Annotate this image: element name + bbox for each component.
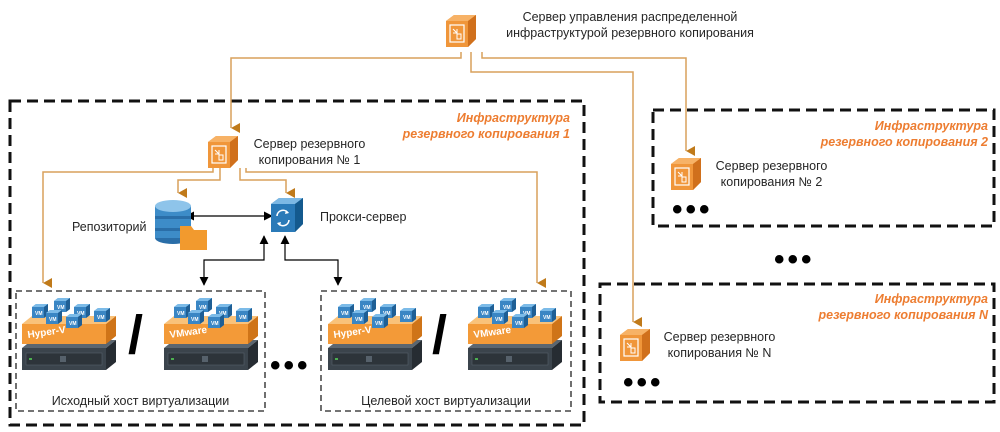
vm-label: VM	[35, 311, 43, 317]
management-connectors	[230, 52, 695, 327]
source-host-separator: /	[128, 305, 144, 365]
vm-label: VM	[375, 321, 383, 327]
infrastructure-n-title-line2: резервного копирования N	[818, 308, 989, 322]
infrastructure-1-title: Инфраструктура резервного копирования 1	[403, 110, 570, 142]
server-1-connectors	[42, 168, 546, 288]
vm-label: VM	[199, 305, 207, 311]
proxy-source-link	[199, 235, 269, 286]
vm-label: VM	[211, 321, 219, 327]
infrastructure-2-title: Инфраструктура резервного копирования 2	[821, 118, 988, 150]
platform-label: VMware	[473, 325, 512, 341]
infrastructure-1-title-line2: резервного копирования 1	[402, 127, 570, 141]
infrastructure-n-title-line1: Инфраструктура	[874, 292, 988, 306]
vm-label: VM	[97, 315, 105, 321]
vm-label: VM	[543, 315, 551, 321]
vm-label: VM	[481, 311, 489, 317]
repository-label: Репозиторий	[72, 220, 147, 234]
vm-label: VM	[341, 311, 349, 317]
host-stack-vmware: VMwareVMVMVMVMVMVM	[164, 298, 258, 370]
infrastructure-1-boundary	[8, 99, 586, 427]
backup-server-1-label-line1: Сервер резервного	[253, 137, 366, 151]
host-stack-vmware: VMwareVMVMVMVMVMVM	[468, 298, 562, 370]
management-server-label: Сервер управления распределенной инфраст…	[500, 9, 760, 41]
source-host-label: Исходный хост виртуализации	[51, 394, 230, 408]
management-server-icon	[445, 14, 477, 48]
vm-label: VM	[177, 311, 185, 317]
connector-to-proxy	[239, 168, 295, 198]
vm-label: VM	[403, 315, 411, 321]
infrastructure-2-title-line1: Инфраструктура	[874, 119, 988, 133]
vm-label: VM	[503, 305, 511, 311]
infrastructures-ellipsis: •••	[774, 243, 815, 276]
management-server-label-line1: Сервер управления распределенной	[522, 10, 738, 24]
connector-to-target-host	[245, 168, 546, 288]
proxy-target-link	[280, 235, 343, 286]
infrastructure-2-boundary	[651, 108, 996, 228]
vm-label: VM	[515, 321, 523, 327]
vm-label: VM	[57, 305, 65, 311]
infrastructure-1-title-line1: Инфраструктура	[456, 111, 570, 125]
proxy-server-label: Прокси-сервер	[320, 210, 407, 224]
platform-label: Hyper-V	[333, 325, 373, 341]
proxy-server-icon	[271, 198, 303, 232]
platform-label: Hyper-V	[27, 325, 67, 341]
backup-server-2-label-line1: Сервер резервного	[715, 159, 828, 173]
data-flow-connectors	[185, 211, 343, 286]
connector-to-repository	[177, 168, 221, 198]
backup-server-1-label-line2: копирования № 1	[258, 153, 361, 167]
target-host-separator: /	[432, 305, 448, 365]
infrastructure-n-ellipsis: •••	[623, 366, 664, 399]
target-host-label: Целевой хост виртуализации	[361, 394, 531, 408]
infrastructure-n-boundary	[598, 282, 996, 404]
vm-label: VM	[363, 305, 371, 311]
hosts-ellipsis: •••	[270, 349, 311, 382]
backup-server-2-label-line2: копирования № 2	[720, 175, 823, 189]
infrastructure-n-title: Инфраструктура резервного копирования N	[819, 291, 989, 323]
connector-to-server-2	[481, 52, 695, 156]
connector-to-server-n	[470, 52, 642, 327]
backup-server-n-label-line2: копирования № N	[667, 346, 772, 360]
backup-server-2-label: Сервер резервного копирования № 2	[714, 158, 829, 190]
vm-label: VM	[69, 321, 77, 327]
backup-server-1-label: Сервер резервного копирования № 1	[252, 136, 367, 168]
backup-server-1-icon	[207, 135, 239, 169]
platform-label: VMware	[169, 325, 208, 341]
source-host-boundary	[15, 290, 266, 412]
repository-icon	[155, 200, 207, 250]
folder-icon	[180, 226, 207, 250]
infrastructure-2-ellipsis: •••	[672, 193, 713, 226]
vm-label: VM	[355, 317, 363, 323]
connector-to-server-1	[230, 52, 462, 133]
backup-server-n-icon	[619, 328, 651, 362]
connector-to-source-host	[42, 168, 214, 288]
management-server-label-line2: инфраструктурой резервного копирования	[506, 26, 754, 40]
backup-server-2-icon	[670, 157, 702, 191]
vm-label: VM	[495, 317, 503, 323]
backup-server-n-label-line1: Сервер резервного	[663, 330, 776, 344]
target-host-boundary	[320, 290, 572, 412]
infrastructure-2-title-line2: резервного копирования 2	[820, 135, 988, 149]
vm-label: VM	[191, 317, 199, 323]
vm-label: VM	[239, 315, 247, 321]
vm-label: VM	[49, 317, 57, 323]
backup-server-n-label: Сервер резервного копирования № N	[662, 329, 777, 361]
